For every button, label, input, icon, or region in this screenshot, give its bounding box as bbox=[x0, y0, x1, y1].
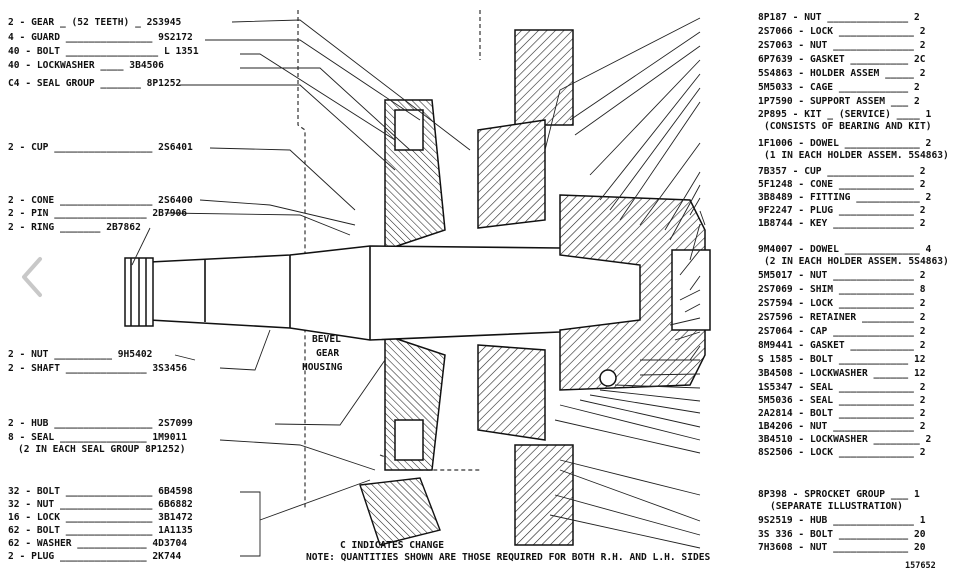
callout-right: 1F1006 - DOWEL _____________ 2 bbox=[758, 138, 931, 149]
callout-left-note: (2 IN EACH SEAL GROUP 8P1252) bbox=[18, 444, 186, 455]
callout-right: 9F2247 - PLUG _____________ 2 bbox=[758, 205, 926, 216]
callout-right-note: (2 IN EACH HOLDER ASSEM. 5S4863) bbox=[764, 256, 949, 267]
callout-right: 2S7066 - LOCK _____________ 2 bbox=[758, 26, 926, 37]
callout-right: 8M9441 - GASKET ___________ 2 bbox=[758, 340, 926, 351]
change-note: C INDICATES CHANGE bbox=[340, 540, 444, 551]
callout-left: 2 - SHAFT ______________ 3S3456 bbox=[8, 363, 187, 374]
callout-right: 8S2506 - LOCK _____________ 2 bbox=[758, 447, 926, 458]
bearing-cage-assembly bbox=[559, 194, 711, 391]
callout-right: 7B357 - CUP _______________ 2 bbox=[758, 166, 926, 177]
callout-left: 32 - NUT ________________ 6B6882 bbox=[8, 499, 193, 510]
callout-right: S 1585 - BOLT ____________ 12 bbox=[758, 354, 926, 365]
footer-note: NOTE: QUANTITIES SHOWN ARE THOSE REQUIRE… bbox=[306, 552, 711, 563]
chevron-left-icon bbox=[22, 257, 42, 297]
callout-right: 1B8744 - KEY ______________ 2 bbox=[758, 218, 926, 229]
callout-left: 2 - HUB _________________ 2S7099 bbox=[8, 418, 193, 429]
callout-right: 3S 336 - BOLT ____________ 20 bbox=[758, 529, 926, 540]
callout-right: 5S4863 - HOLDER ASSEM _____ 2 bbox=[758, 68, 926, 79]
callout-right: 3B4508 - LOCKWASHER ______ 12 bbox=[758, 368, 926, 379]
callout-left: 4 - GUARD _______________ 9S2172 bbox=[8, 32, 193, 43]
callout-right: 2S7596 - RETAINER _________ 2 bbox=[758, 312, 926, 323]
callout-right: 8P398 - SPROCKET GROUP ___ 1 bbox=[758, 489, 920, 500]
callout-right: 2S7594 - LOCK _____________ 2 bbox=[758, 298, 926, 309]
callout-right: 2P895 - KIT _ (SERVICE) ____ 1 bbox=[758, 109, 932, 120]
bevel-gear bbox=[384, 99, 446, 471]
callout-left: 8 - SEAL _______________ 1M9011 bbox=[8, 432, 187, 443]
svg-text:BEVEL: BEVEL bbox=[312, 334, 341, 345]
callout-right: 7H3608 - NUT _____________ 20 bbox=[758, 542, 926, 553]
callout-right: 1S5347 - SEAL _____________ 2 bbox=[758, 382, 926, 393]
callout-left: 2 - GEAR _ (52 TEETH) _ 2S3945 bbox=[8, 17, 182, 28]
callout-right: 1B4206 - NUT ______________ 2 bbox=[758, 421, 926, 432]
housing-label: BEVEL GEAR HOUSING bbox=[302, 334, 343, 373]
left-callout-list: 2 - GEAR _ (52 TEETH) _ 2S3945 4 - GUARD… bbox=[8, 17, 199, 562]
callout-left: C4 - SEAL GROUP _______ 8P1252 bbox=[8, 78, 181, 89]
previous-image-button[interactable] bbox=[14, 252, 50, 302]
callout-left: 2 - CUP _________________ 2S6401 bbox=[8, 142, 193, 153]
callout-right: 8P187 - NUT ______________ 2 bbox=[758, 12, 920, 23]
leader-lines bbox=[131, 17, 706, 557]
callout-left: 16 - LOCK _______________ 3B1472 bbox=[8, 512, 193, 523]
shaft-end-nut bbox=[124, 257, 154, 327]
drain-plug bbox=[359, 477, 441, 546]
callout-right: 6P7639 - GASKET __________ 2C bbox=[758, 54, 926, 65]
callout-right: 5M5036 - SEAL _____________ 2 bbox=[758, 395, 926, 406]
callout-left: 2 - PLUG _______________ 2K744 bbox=[8, 551, 182, 562]
callout-right-note: (CONSISTS OF BEARING AND KIT) bbox=[764, 121, 932, 132]
callout-right-note: (SEPARATE ILLUSTRATION) bbox=[770, 501, 903, 512]
figure-number: 157652 bbox=[905, 561, 936, 571]
callout-right: 3B4510 - LOCKWASHER ________ 2 bbox=[758, 434, 931, 445]
callout-left: 2 - PIN ________________ 2B7906 bbox=[8, 208, 187, 219]
callout-right: 9M4007 - DOWEL _____________ 4 bbox=[758, 244, 932, 255]
svg-text:GEAR: GEAR bbox=[316, 348, 339, 359]
callout-right: 2S7064 - CAP ______________ 2 bbox=[758, 326, 926, 337]
callout-right-note: (1 IN EACH HOLDER ASSEM. 5S4863) bbox=[764, 150, 949, 161]
callout-right: 1P7590 - SUPPORT ASSEM ___ 2 bbox=[758, 96, 920, 107]
callout-right: 2A2814 - BOLT _____________ 2 bbox=[758, 408, 926, 419]
callout-right: 3B8489 - FITTING ___________ 2 bbox=[758, 192, 931, 203]
callout-right: 2S7063 - NUT ______________ 2 bbox=[758, 40, 926, 51]
callout-right: 5M5017 - NUT ______________ 2 bbox=[758, 270, 926, 281]
callout-right: 5M5033 - CAGE ____________ 2 bbox=[758, 82, 920, 93]
callout-right: 5F1248 - CONE _____________ 2 bbox=[758, 179, 926, 190]
callout-right: 2S7069 - SHIM _____________ 8 bbox=[758, 284, 926, 295]
callout-left: 62 - WASHER ____________ 4D3704 bbox=[8, 538, 187, 549]
right-callout-list: 8P187 - NUT ______________ 2 2S7066 - LO… bbox=[758, 12, 949, 553]
callout-left: 2 - NUT __________ 9H5402 bbox=[8, 349, 152, 360]
callout-left: 40 - BOLT ________________ L 1351 bbox=[8, 46, 199, 57]
sprocket-hub bbox=[477, 29, 574, 546]
callout-left: 62 - BOLT _______________ 1A1135 bbox=[8, 525, 193, 536]
callout-right: 9S2519 - HUB ______________ 1 bbox=[758, 515, 926, 526]
callout-left: 2 - CONE ________________ 2S6400 bbox=[8, 195, 193, 206]
svg-text:HOUSING: HOUSING bbox=[302, 362, 343, 373]
callout-left: 32 - BOLT _______________ 6B4598 bbox=[8, 486, 193, 497]
callout-left: 40 - LOCKWASHER ____ 3B4506 bbox=[8, 60, 164, 71]
callout-left: 2 - RING _______ 2B7862 bbox=[8, 222, 141, 233]
